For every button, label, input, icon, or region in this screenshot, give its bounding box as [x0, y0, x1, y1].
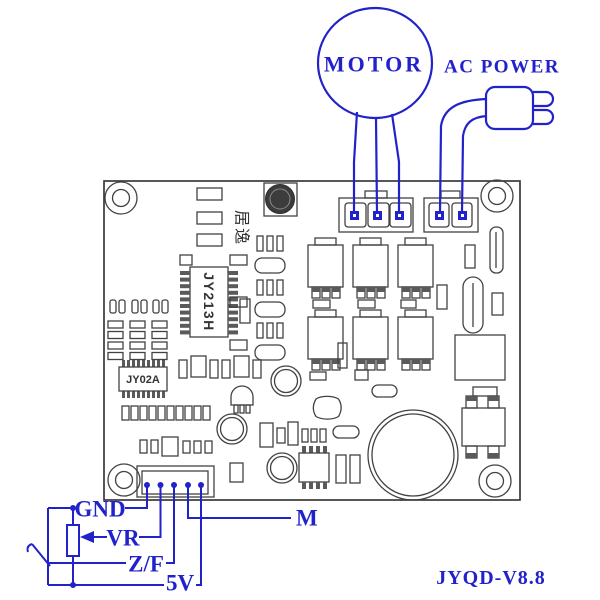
wiper-arrow-icon	[80, 531, 94, 543]
ac-power-label: AC POWER	[444, 57, 560, 78]
five-v-label: 5V	[166, 571, 195, 596]
zf-net: Z/F	[26, 485, 175, 577]
ac-power-symbol: AC POWER	[438, 57, 560, 213]
motor-wires	[352, 111, 401, 213]
control-connector	[136, 465, 215, 498]
bulk-capacitor	[367, 409, 459, 501]
ic-pins	[122, 360, 165, 398]
m-net: M	[187, 485, 318, 531]
motor-label: MOTOR	[324, 52, 424, 77]
zf-label: Z/F	[128, 552, 164, 577]
power-transistors	[307, 237, 434, 371]
varistor	[312, 395, 342, 420]
ac-plug-icon	[484, 85, 555, 131]
soic8-ic	[298, 446, 330, 489]
model-label: JYQD-V8.8	[436, 567, 546, 589]
potentiometer-symbol	[66, 508, 80, 585]
pcb-board: JY213H JY02A 居逸	[103, 179, 521, 501]
gnd-label: GND	[74, 497, 125, 522]
control-wiring: GND VR Z/F	[26, 485, 318, 596]
ic-jy213h: JY213H	[180, 266, 238, 338]
ac-connector	[423, 190, 479, 233]
switch-symbol	[26, 543, 51, 567]
passive-components	[107, 187, 504, 484]
power-module	[454, 334, 506, 381]
ic-pins	[180, 271, 238, 335]
junction-dot	[70, 582, 76, 588]
vr-label: VR	[106, 526, 140, 551]
pcb-outline	[103, 180, 521, 501]
vr-net: VR	[80, 485, 162, 551]
bridge-rectifier	[461, 395, 506, 459]
ic-jy02a-label: JY02A	[126, 374, 160, 386]
brand-marking: 居逸	[233, 210, 252, 246]
m-label: M	[296, 506, 318, 531]
inductor	[263, 182, 298, 217]
ic-jy213h-label: JY213H	[201, 272, 217, 332]
motor-symbol: MOTOR	[316, 6, 434, 120]
to92-transistor	[230, 385, 254, 414]
gnd-net: GND	[47, 485, 148, 585]
ic-jy02a: JY02A	[118, 360, 168, 398]
ac-wires	[438, 97, 488, 213]
